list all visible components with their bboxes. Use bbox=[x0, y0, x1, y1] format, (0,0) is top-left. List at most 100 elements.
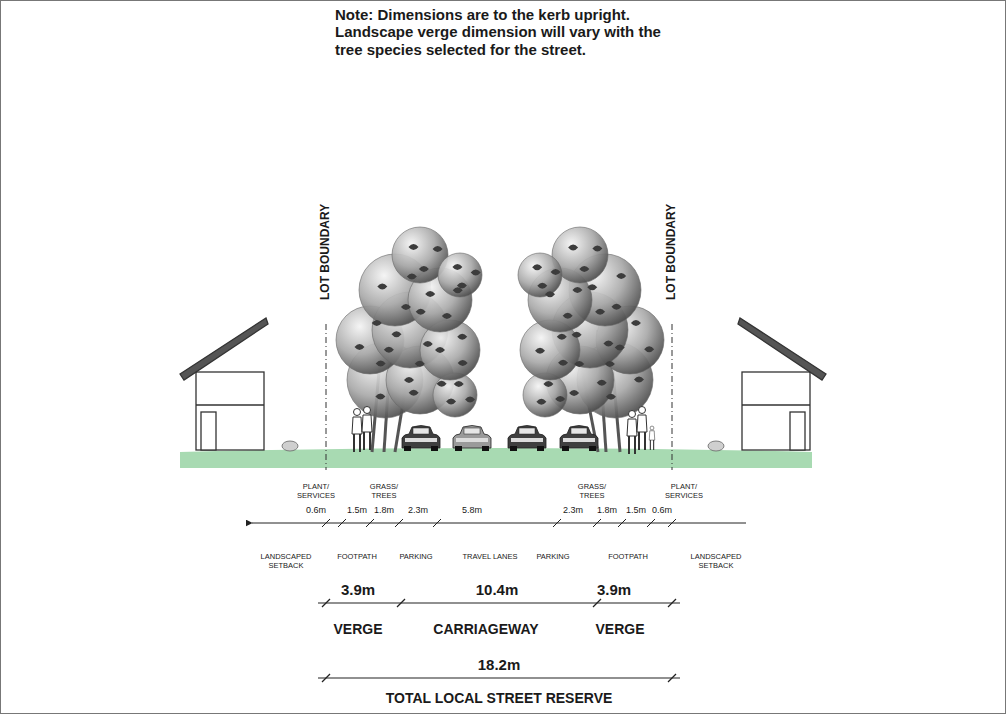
tick bbox=[322, 519, 330, 527]
leaf bbox=[605, 361, 615, 367]
leaf bbox=[597, 380, 607, 386]
leaf bbox=[563, 313, 573, 319]
zone-label: VERGE bbox=[595, 621, 644, 637]
tick bbox=[647, 519, 655, 527]
tick bbox=[338, 519, 346, 527]
leaf bbox=[568, 245, 578, 251]
zone-label: PLANT/ SERVICES bbox=[295, 483, 337, 500]
leaf bbox=[572, 332, 582, 338]
car bbox=[560, 426, 598, 452]
leaf bbox=[471, 269, 481, 275]
leaf bbox=[574, 361, 584, 367]
leaf bbox=[435, 347, 445, 353]
dimension: 3.9m bbox=[341, 581, 375, 598]
zone-label: FOOTPATH bbox=[337, 553, 377, 562]
leaf bbox=[587, 284, 597, 290]
dimension: 1.5m bbox=[626, 505, 646, 515]
dimension-ticks bbox=[322, 599, 676, 607]
leaf bbox=[372, 320, 382, 326]
leaf bbox=[579, 266, 589, 272]
leaf bbox=[615, 345, 625, 351]
leaf bbox=[535, 348, 545, 354]
car bbox=[402, 426, 440, 452]
leaf bbox=[606, 394, 616, 400]
tick bbox=[395, 519, 403, 527]
leaf bbox=[555, 396, 565, 402]
leaf bbox=[409, 244, 419, 250]
tree-crown bbox=[518, 253, 562, 297]
leaf bbox=[377, 284, 387, 290]
leaf bbox=[442, 313, 452, 319]
leaf bbox=[376, 360, 386, 366]
leaf bbox=[558, 360, 568, 366]
tick bbox=[553, 519, 561, 527]
leaf bbox=[425, 291, 435, 297]
leaf bbox=[407, 273, 417, 279]
dimension: 3.9m bbox=[597, 581, 631, 598]
dimension: 1.8m bbox=[374, 505, 394, 515]
tick bbox=[668, 599, 676, 607]
dimension: 5.8m bbox=[462, 505, 482, 515]
tick bbox=[433, 519, 441, 527]
leaf bbox=[404, 377, 414, 383]
dimension: 1.8m bbox=[597, 505, 617, 515]
pedestrian bbox=[352, 409, 362, 453]
leaf bbox=[375, 393, 385, 399]
dimension-line bbox=[318, 677, 680, 678]
leaf bbox=[545, 291, 555, 297]
tick bbox=[397, 599, 405, 607]
leaf bbox=[391, 331, 401, 337]
pedestrian bbox=[362, 407, 372, 451]
leaf bbox=[458, 360, 468, 366]
dimension: 0.6m bbox=[306, 505, 326, 515]
leaf bbox=[536, 399, 546, 405]
zone-label: CARRIAGEWAY bbox=[433, 621, 538, 637]
zone-label: PARKING bbox=[536, 553, 569, 562]
zone-label: VERGE bbox=[333, 621, 382, 637]
leaf bbox=[557, 334, 567, 340]
dimension: 1.5m bbox=[347, 505, 367, 515]
leaf bbox=[612, 304, 622, 310]
leaf bbox=[592, 246, 602, 252]
tick bbox=[593, 519, 601, 527]
note: Note: Dimensions are to the kerb upright… bbox=[335, 6, 685, 58]
dimension: 2.3m bbox=[408, 505, 428, 515]
leaf bbox=[419, 266, 429, 272]
leaf bbox=[416, 309, 426, 315]
house bbox=[180, 318, 268, 450]
dimension-ticks bbox=[322, 519, 676, 527]
pedestrian bbox=[637, 407, 647, 451]
dimension: 0.6m bbox=[652, 505, 672, 515]
leaf bbox=[409, 390, 419, 396]
leaf bbox=[437, 381, 447, 387]
leaf bbox=[446, 398, 456, 404]
tick bbox=[668, 519, 676, 527]
leaf bbox=[457, 334, 467, 340]
leaf bbox=[454, 381, 464, 387]
leaf bbox=[355, 344, 365, 350]
tick bbox=[322, 599, 330, 607]
dimension: 2.3m bbox=[563, 505, 583, 515]
zone-label: FOOTPATH bbox=[608, 553, 648, 562]
zone-label: LANDSCAPED SETBACK bbox=[251, 553, 321, 570]
pedestrian bbox=[627, 411, 637, 455]
leaf bbox=[551, 269, 561, 275]
leaf bbox=[595, 309, 605, 315]
shrub bbox=[282, 441, 724, 451]
leaf bbox=[465, 396, 475, 402]
leaf bbox=[572, 287, 582, 293]
leaf bbox=[644, 346, 654, 352]
tick bbox=[668, 674, 676, 682]
leaf bbox=[616, 273, 626, 279]
tree-crown bbox=[438, 253, 482, 297]
dimension: 18.2m bbox=[478, 656, 521, 673]
zone-label: GRASS/ TREES bbox=[575, 483, 609, 500]
dimension-ticks bbox=[322, 674, 676, 682]
parked-cars bbox=[402, 426, 598, 452]
leaf bbox=[401, 304, 411, 310]
pedestrian bbox=[649, 426, 655, 450]
house bbox=[738, 318, 826, 450]
leaf bbox=[415, 361, 425, 367]
car bbox=[453, 426, 491, 452]
